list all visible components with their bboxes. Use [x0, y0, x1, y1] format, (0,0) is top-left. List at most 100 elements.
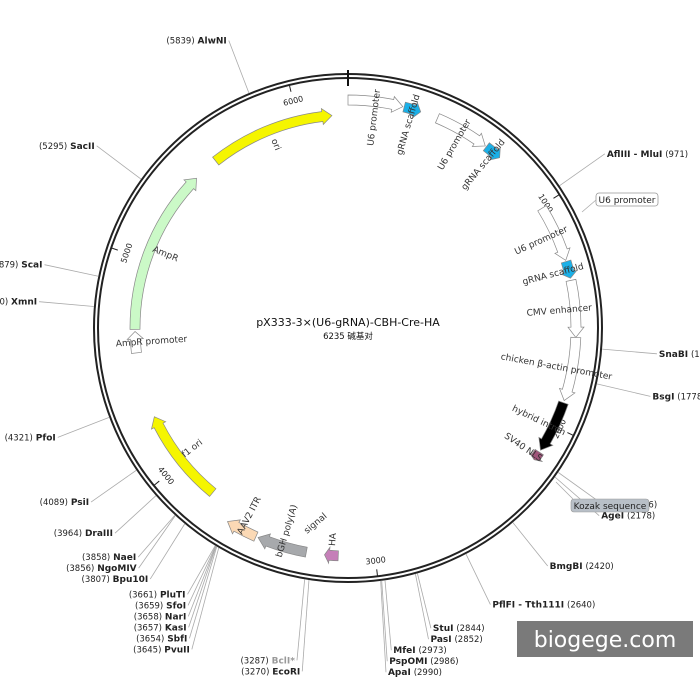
site-line-bsgi: [596, 383, 651, 397]
site-bmgbi: BmgBI (2420): [550, 562, 614, 572]
site-nari: (3658) NarI: [134, 612, 187, 622]
site-line-ngomiv: [138, 515, 176, 569]
feature-ha: [324, 546, 339, 565]
tick-label-6000: 6000: [282, 94, 304, 108]
feature-label-ampr-promoter: AmpR promoter: [115, 335, 187, 350]
site-line-sbfi: [189, 546, 218, 639]
site-pvuii: (3645) PvuII: [133, 645, 190, 655]
site-sbfi: (3654) SbfI: [136, 634, 187, 644]
site-afliii-mlui: AflIII - MluI (971): [607, 150, 688, 160]
kozak-box: Kozak sequence: [570, 498, 650, 513]
site-mfei: MfeI (2973): [393, 646, 446, 656]
site-sacii: (5295) SacII: [39, 142, 95, 152]
site-line-sfoi: [187, 545, 217, 606]
feature-label-ha: HA: [328, 532, 339, 546]
site-bpu10i: (3807) Bpu10I: [82, 575, 149, 585]
feature-u6-promoter: [347, 94, 404, 113]
site-line-alwni: [228, 40, 250, 94]
site-pluti: (3661) PluTI: [129, 590, 186, 600]
site-draiii: (3964) DraIII: [54, 529, 113, 539]
site-line-pvuii: [191, 547, 220, 650]
feature-label-cmv-enhancer: CMV enhancer: [526, 303, 592, 319]
site-line-mfei: [384, 580, 392, 651]
site-kasi: (3657) KasI: [134, 623, 187, 633]
site-pspomi: PspOMI (2986): [389, 657, 458, 667]
feature-label-sv40-nls: SV40 NLS: [502, 431, 544, 464]
site-line-pluti: [187, 545, 216, 595]
feature-ori: [212, 107, 333, 166]
site-snabi: SnaBI (1641): [659, 350, 700, 360]
feature-hybrid-intron: [538, 400, 569, 451]
feature-u6-promoter: [435, 113, 486, 147]
kozak-box-label: Kozak sequence: [574, 502, 647, 512]
site-psii: (4089) PsiI: [40, 498, 89, 508]
site-line-psii: [90, 469, 137, 503]
feature-label-f1-ori: f1 ori: [180, 438, 205, 460]
feature-u6-promoter: [537, 205, 571, 261]
plasmid-name: pX333-3×(U6-gRNA)-CBH-Cre-HA: [256, 316, 440, 329]
site-line-ecori: [301, 579, 310, 672]
feature-ampr: [129, 177, 197, 330]
restriction-sites: (5839) AlwNI(5295) SacII(4879) ScaI(4760…: [0, 37, 700, 679]
tick-2000: [567, 432, 574, 436]
tick-3000: [376, 569, 379, 577]
feature-label-ampr: AmpR: [151, 245, 180, 264]
site-line-apai: [380, 580, 387, 673]
feature-bgh-poly-a-: [257, 533, 308, 558]
tick-6000: [288, 84, 292, 92]
tick-label-5000: 5000: [119, 242, 134, 264]
site-stui: StuI (2844): [433, 624, 485, 634]
tick-label-3000: 3000: [365, 555, 386, 566]
feature-ampr-promoter: [126, 331, 145, 354]
feature-chicken-actin-promoter: [558, 336, 582, 402]
site-line-xmni: [39, 301, 94, 307]
site-line-pflfi-tth111i: [465, 553, 491, 605]
site-line-pfoi: [57, 416, 110, 438]
tick-4000: [153, 480, 160, 486]
signal-label: signal: [303, 512, 330, 537]
feature-aav2-itr: [227, 519, 259, 542]
site-line-scai: [44, 264, 99, 277]
site-line-sacii: [96, 145, 142, 180]
site-ecori: (3270) EcoRI: [241, 667, 300, 677]
site-naei: (3858) NaeI: [82, 553, 136, 563]
feature-label-ori: ori: [269, 138, 283, 153]
tick-5000: [111, 247, 118, 251]
site-sfoi: (3659) SfoI: [135, 601, 186, 611]
feature-f1-ori: [150, 416, 217, 497]
site-line-afliii-mlui: [559, 153, 606, 186]
site-line-nari: [187, 545, 217, 617]
site-alwni: (5839) AlwNI: [166, 37, 226, 47]
site-line-stui: [417, 573, 432, 629]
feature-sv40-nls: [529, 448, 544, 462]
site-pfoi: (4321) PfoI: [5, 433, 56, 443]
site-scai: (4879) ScaI: [0, 261, 42, 271]
feature-grna-scaffold: [560, 259, 578, 279]
site-line-draiii: [114, 495, 157, 534]
site-line-bmgbi: [512, 522, 548, 567]
site-line-kasi: [188, 546, 217, 628]
site-bsgi: BsgI (1778): [652, 392, 700, 402]
site-line-bcli-: [296, 579, 306, 661]
site-line-pasi: [415, 573, 429, 640]
watermark: biogege.com: [517, 621, 693, 657]
site-ngomiv: (3856) NgoMIV: [66, 564, 137, 574]
u6-promoter-box-label: U6 promoter: [599, 196, 656, 206]
site-apai: ApaI (2990): [388, 668, 442, 678]
site-pflfi-tth111i: PflFI - Tth111I (2640): [492, 601, 595, 611]
feature-cmv-enhancer: [565, 278, 585, 339]
watermark-text: biogege.com: [534, 628, 677, 653]
u6-promoter-box: U6 promoter: [595, 192, 659, 207]
site-pasi: PasI (2852): [430, 635, 482, 645]
plasmid-size: 6235 碱基对: [323, 331, 373, 342]
site-line-naei: [137, 514, 176, 558]
site-line-pspomi: [381, 580, 388, 662]
feature-grna-scaffold: [482, 142, 501, 161]
site-bcli-: (3287) BclI*: [240, 656, 295, 666]
feature-grna-scaffold: [402, 101, 422, 119]
site-line-snabi: [602, 348, 657, 355]
tick-1000: [553, 194, 560, 199]
site-line-bpu10i: [149, 523, 186, 580]
